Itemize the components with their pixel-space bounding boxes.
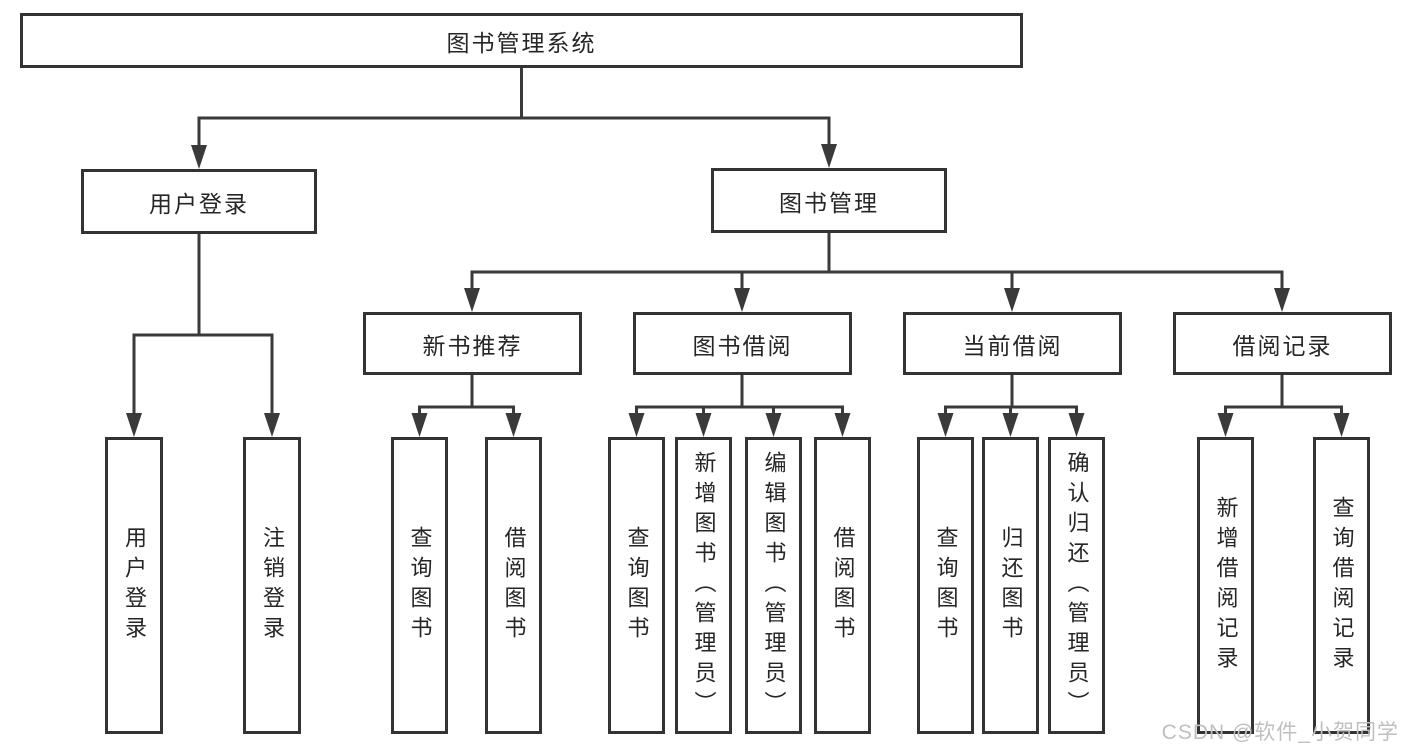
leaf-return-book: 归还图书 (982, 437, 1039, 734)
leaf-label: 注销登录 (260, 525, 285, 646)
node-label: 图书管理系统 (446, 29, 597, 56)
leaf-user-login: 用户登录 (105, 437, 163, 734)
leaf-label: 借阅图书 (501, 525, 527, 646)
leaf-label: 借阅图书 (830, 525, 856, 646)
leaf-logout: 注销登录 (243, 437, 301, 734)
node-label: 新书推荐 (422, 332, 523, 359)
node-current-borrow: 当前借阅 (903, 312, 1122, 375)
leaf-query-borrow-record: 查询借阅记录 (1313, 437, 1370, 734)
node-book-borrow: 图书借阅 (633, 312, 852, 375)
node-label: 借阅记录 (1232, 332, 1333, 359)
connector-current-borrow-children (937, 373, 1085, 437)
leaf-label: 查询借阅记录 (1329, 495, 1355, 676)
leaf-label: 查询图书 (933, 525, 959, 646)
leaf-edit-book-admin: 编辑图书（管理员） (745, 437, 802, 734)
node-label: 当前借阅 (962, 332, 1063, 359)
leaf-label: 查询图书 (407, 525, 433, 646)
leaf-label: 新增图书（管理员） (691, 450, 717, 721)
leaf-label: 新增借阅记录 (1213, 495, 1239, 676)
connector-new-book-children (411, 373, 522, 437)
connector-book-mgmt-to-level3 (464, 231, 1290, 312)
leaf-query-book-3: 查询图书 (917, 437, 974, 734)
leaf-borrow-book-1: 借阅图书 (485, 437, 542, 734)
csdn-watermark: CSDN @软件_小贺同学 (1161, 721, 1399, 744)
connector-borrow-record-children (1217, 373, 1350, 437)
node-user-login: 用户登录 (81, 169, 317, 234)
connector-root-to-level2 (191, 66, 837, 169)
node-borrow-records: 借阅记录 (1173, 312, 1392, 375)
leaf-label: 查询图书 (624, 525, 650, 646)
connector-book-borrow-children (628, 373, 851, 437)
leaf-add-book-admin: 新增图书（管理员） (675, 437, 732, 734)
leaf-label: 编辑图书（管理员） (761, 450, 787, 721)
node-label: 图书管理 (779, 189, 879, 216)
leaf-borrow-book-2: 借阅图书 (814, 437, 871, 734)
node-label: 用户登录 (149, 190, 249, 217)
leaf-label: 归还图书 (998, 525, 1024, 646)
node-book-management: 图书管理 (711, 168, 947, 233)
leaf-query-book-2: 查询图书 (608, 437, 665, 734)
leaf-label: 确认归还（管理员） (1064, 450, 1090, 721)
leaf-add-borrow-record: 新增借阅记录 (1197, 437, 1254, 734)
leaf-query-book-1: 查询图书 (391, 437, 448, 734)
connector-user-login-children (126, 232, 280, 437)
node-library-management-system: 图书管理系统 (20, 13, 1023, 68)
leaf-label: 用户登录 (122, 525, 147, 646)
node-new-book-recommend: 新书推荐 (363, 312, 582, 375)
node-label: 图书借阅 (692, 332, 793, 359)
leaf-confirm-return-admin: 确认归还（管理员） (1048, 437, 1105, 734)
